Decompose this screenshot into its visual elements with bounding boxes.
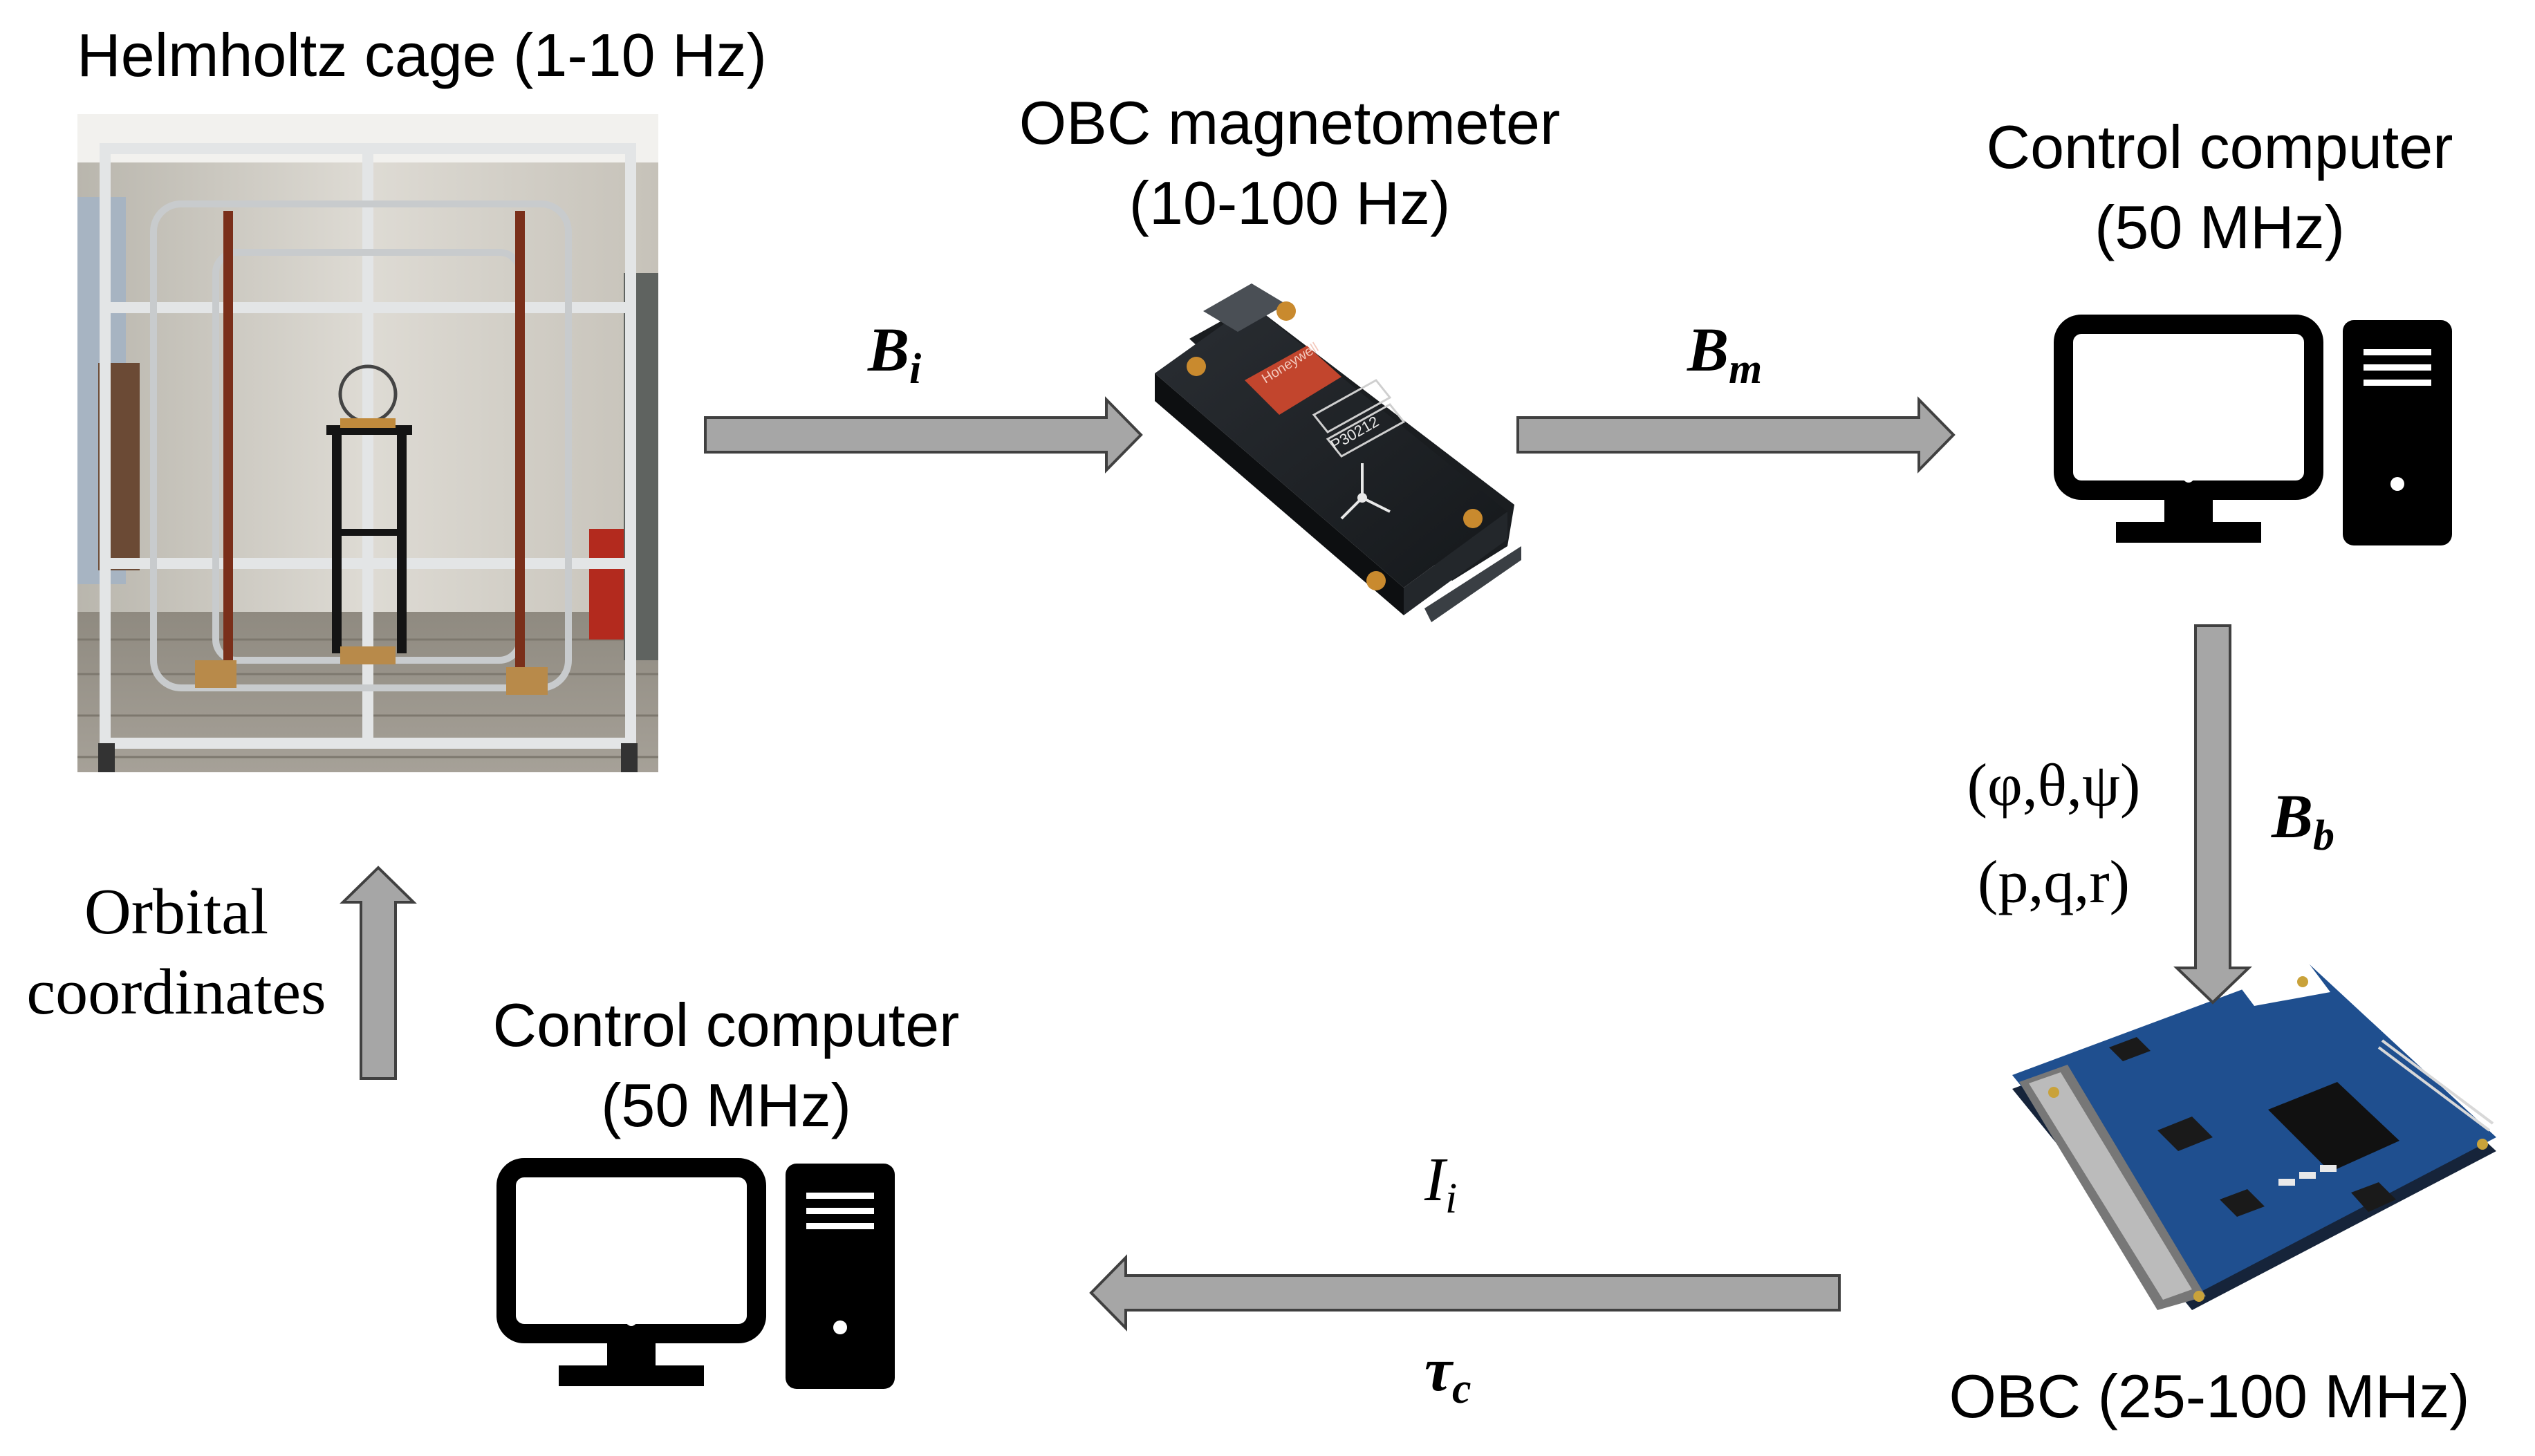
signal-b-i-base: B bbox=[868, 316, 910, 384]
control-computer-bottom-label-line2: (50 MHz) bbox=[601, 1071, 851, 1139]
arrow-computer-to-obc bbox=[2173, 624, 2252, 1005]
signal-b-m-subscript: m bbox=[1729, 346, 1763, 393]
signal-b-i: Bi bbox=[868, 315, 921, 394]
helmholtz-cage-label: Helmholtz cage (1-10 Hz) bbox=[77, 21, 767, 89]
orbital-label-line1: Orbital bbox=[84, 876, 269, 948]
signal-torque-c-subscript: c bbox=[1451, 1365, 1471, 1412]
signal-current-i: Ii bbox=[1424, 1144, 1457, 1224]
obc-board-image bbox=[2005, 951, 2503, 1338]
arrow-magnetometer-to-computer bbox=[1516, 396, 1956, 474]
monitor-icon bbox=[496, 1158, 766, 1386]
obc-label: OBC (25-100 MHz) bbox=[1949, 1362, 2470, 1430]
processor-chip bbox=[2268, 1082, 2399, 1172]
signal-torque-c: τc bbox=[1424, 1334, 1471, 1414]
orbital-label-line2: coordinates bbox=[26, 956, 326, 1028]
control-computer-bottom-label-line1: Control computer bbox=[492, 991, 960, 1059]
signal-b-i-subscript: i bbox=[909, 346, 922, 393]
signal-b-b-subscript: b bbox=[2313, 812, 2335, 859]
control-computer-top-label-line2: (50 MHz) bbox=[2095, 193, 2345, 261]
attitude-angles-label: (φ,θ,ψ) bbox=[1967, 752, 2141, 819]
arrow-cage-to-magnetometer bbox=[704, 396, 1143, 474]
arrow-computer-to-cage bbox=[340, 866, 417, 1080]
signal-b-m-base: B bbox=[1687, 316, 1729, 384]
control-computer-top-label-line1: Control computer bbox=[1986, 113, 2453, 181]
control-computer-bottom-icon bbox=[496, 1158, 898, 1393]
helmholtz-cage-photo bbox=[77, 114, 658, 772]
signal-current-i-subscript: i bbox=[1445, 1175, 1458, 1222]
signal-b-b-base: B bbox=[2272, 783, 2314, 851]
magnetometer-image: Honeywell P30212 bbox=[1148, 283, 1521, 629]
angular-rates-label: (p,q,r) bbox=[1978, 849, 2130, 916]
signal-b-b: Bb bbox=[2272, 781, 2334, 861]
signal-torque-c-base: τ bbox=[1424, 1336, 1452, 1404]
tower-icon bbox=[786, 1164, 895, 1389]
signal-current-i-base: I bbox=[1424, 1146, 1445, 1214]
control-computer-top-icon bbox=[2054, 315, 2455, 550]
magnetometer-label-line1: OBC magnetometer bbox=[1019, 88, 1561, 157]
monitor-icon bbox=[2054, 315, 2323, 543]
tower-icon bbox=[2343, 320, 2452, 545]
magnetometer-label-line2: (10-100 Hz) bbox=[1129, 169, 1451, 237]
arrow-obc-to-computer bbox=[1089, 1254, 1841, 1332]
signal-b-m: Bm bbox=[1687, 315, 1762, 394]
